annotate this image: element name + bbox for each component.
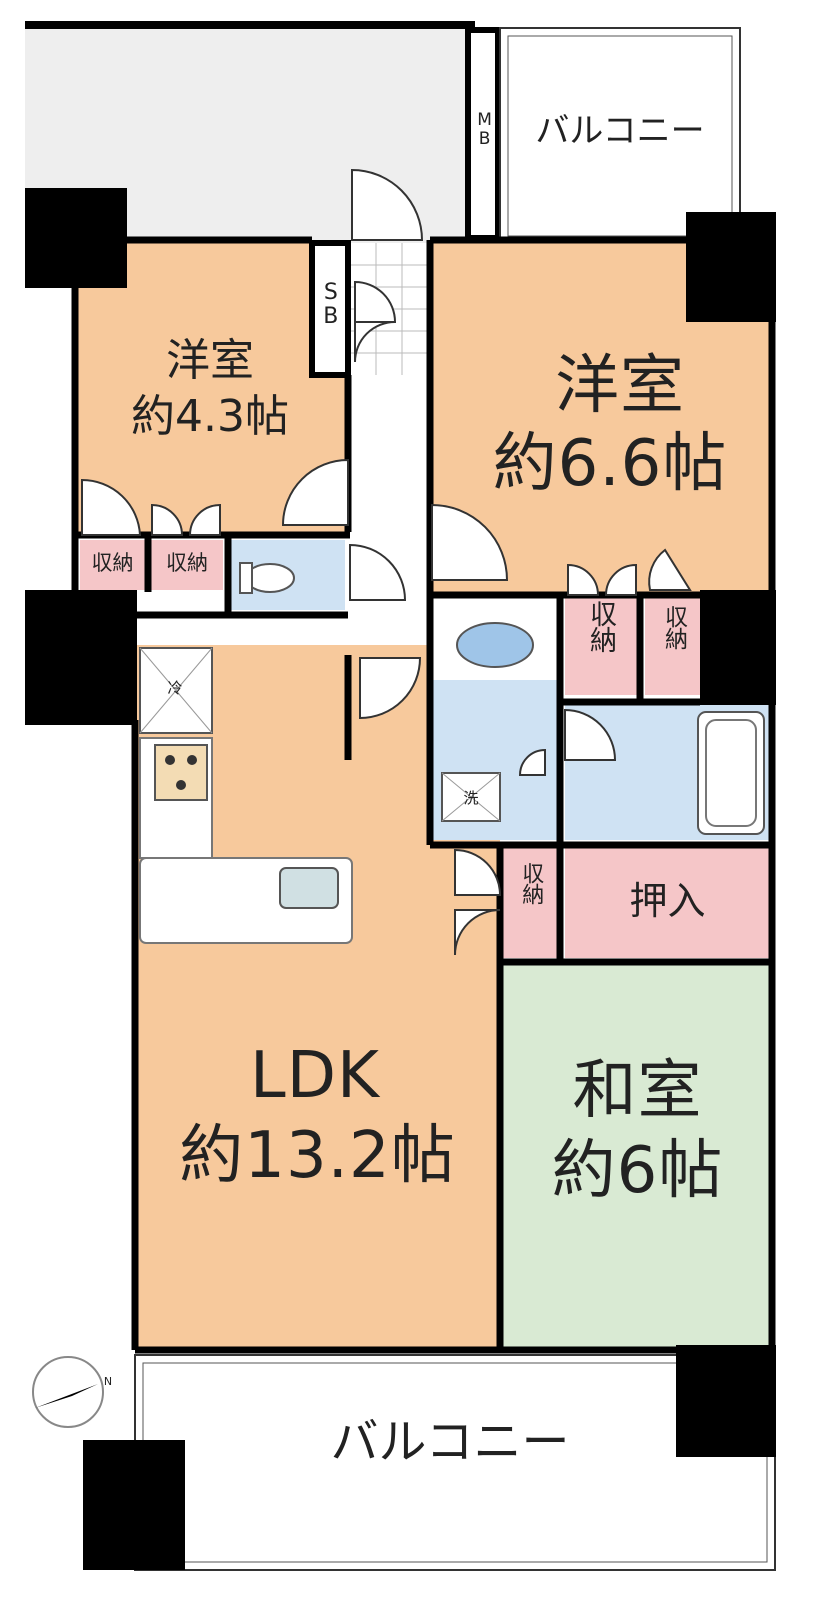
door-toilet xyxy=(349,543,407,601)
compass-north-label: N xyxy=(103,1375,113,1388)
japanese-room-name: 和室 xyxy=(572,1054,703,1128)
door-ldk xyxy=(359,657,422,720)
storage-5 xyxy=(502,848,560,958)
fridge-label: 冷 xyxy=(167,679,183,697)
balcony-top-label: バルコニー xyxy=(535,111,705,151)
sink-icon xyxy=(456,622,534,668)
pillar-bottom-left xyxy=(83,1440,185,1570)
storage-4 xyxy=(645,595,700,695)
western-room-large-name: 洋室 xyxy=(555,349,685,423)
closet xyxy=(565,848,770,958)
toilet-icon xyxy=(245,563,295,593)
washer-label: 洗 xyxy=(463,789,479,807)
pillar-bottom-right xyxy=(676,1345,776,1457)
balcony-bottom-label: バルコニー xyxy=(330,1414,570,1470)
door-western-large xyxy=(431,503,509,581)
compass-icon xyxy=(32,1356,104,1428)
pillar-mid-right xyxy=(700,590,776,705)
door-western-small xyxy=(281,458,349,526)
ldk-size: 約13.2帖 xyxy=(179,1119,456,1193)
bathtub-icon xyxy=(697,711,765,835)
storage-3 xyxy=(565,595,637,695)
pillar-mid-left xyxy=(25,590,137,725)
hallway xyxy=(348,375,428,645)
pillar-top-right xyxy=(686,212,776,322)
storage-label-4: 収納 xyxy=(660,605,687,649)
storage-label-5: 収納 xyxy=(518,862,544,904)
balcony-bottom-area xyxy=(134,1354,776,1571)
door-bath xyxy=(564,708,617,761)
storage-label-3: 収納 xyxy=(585,600,617,652)
kitchen-sink-icon xyxy=(279,867,339,909)
meter-box-label: MB xyxy=(474,110,495,148)
western-room-small-name: 洋室 xyxy=(166,335,254,386)
door-storage-5 xyxy=(454,848,502,896)
door-entrance xyxy=(351,168,424,241)
western-room-small-size: 約4.3帖 xyxy=(131,391,289,442)
storage-1 xyxy=(80,540,145,590)
meter-box xyxy=(465,27,501,241)
ldk-name: LDK xyxy=(250,1039,380,1113)
storage-label-1: 収納 xyxy=(91,551,134,575)
japanese-room-floor xyxy=(502,965,770,1348)
storage-2 xyxy=(150,540,223,590)
storage-label-2: 収納 xyxy=(166,551,208,575)
stove-icon xyxy=(154,744,208,801)
japanese-room-size: 約6帖 xyxy=(551,1134,724,1208)
shoe-box xyxy=(309,240,351,378)
shoe-box-label: SB xyxy=(318,280,344,328)
western-room-large-size: 約6.6帖 xyxy=(492,427,728,501)
closet-label: 押入 xyxy=(629,879,706,923)
